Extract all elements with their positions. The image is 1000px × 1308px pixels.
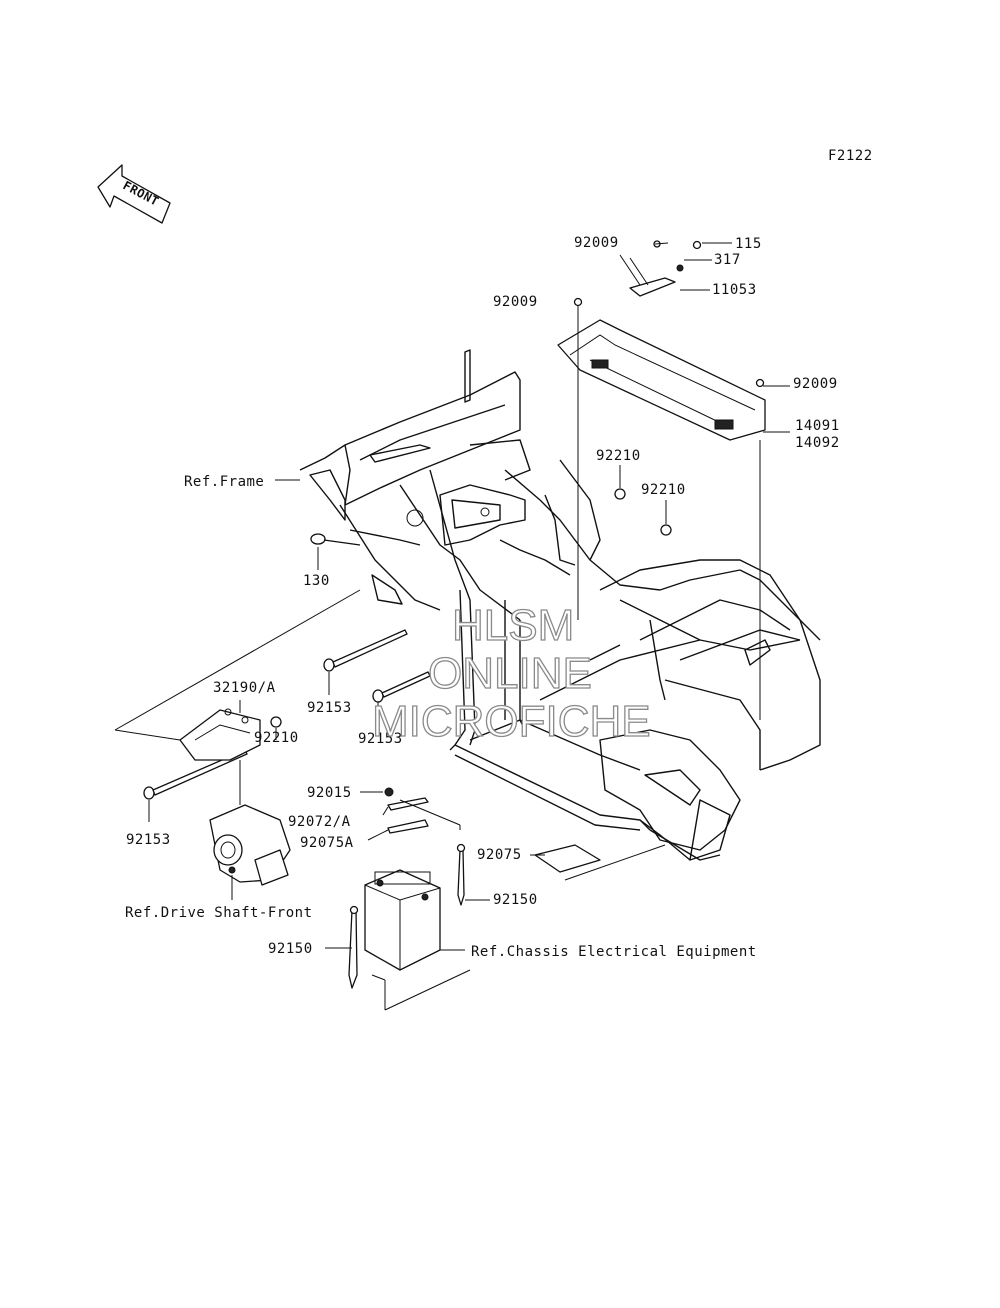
ref-drive-shaft-label: Ref.Drive Shaft-Front	[125, 905, 313, 921]
part-label: 14091	[795, 418, 840, 434]
diagram-code: F2122	[828, 148, 873, 164]
part-label: 92009	[793, 376, 838, 392]
part-label: 92072/A	[288, 814, 351, 830]
part-label: 14092	[795, 435, 840, 451]
part-label: 92153	[307, 700, 352, 716]
part-label: 92150	[493, 892, 538, 908]
watermark-line1: HLSM	[452, 601, 574, 650]
part-label: 92009	[493, 294, 538, 310]
part-label: 115	[735, 236, 762, 252]
seat-pan	[557, 319, 766, 441]
part-label: 92075A	[300, 835, 354, 851]
ref-chassis-electrical-label: Ref.Chassis Electrical Equipment	[471, 944, 757, 960]
leader-lines	[114, 242, 790, 1011]
battery	[364, 869, 441, 971]
bolts	[152, 539, 431, 796]
part-label: 32190/A	[213, 680, 276, 696]
watermark-line2: ONLINE	[428, 649, 592, 698]
seat-latch	[629, 240, 702, 297]
part-label: 92210	[596, 448, 641, 464]
part-label: 92015	[307, 785, 352, 801]
bracket-32190	[179, 708, 261, 761]
part-label: 92153	[126, 832, 171, 848]
frame-illustration	[299, 349, 821, 861]
fasteners	[143, 297, 765, 800]
part-label: 92150	[268, 941, 313, 957]
front-drive-gearcase	[209, 804, 291, 886]
part-label: 130	[303, 573, 330, 589]
part-label: 92153	[358, 731, 403, 747]
part-label: 92075	[477, 847, 522, 863]
watermark-line3: MICROFICHE	[372, 697, 651, 746]
part-label: 11053	[712, 282, 757, 298]
watermark: HLSM ONLINE MICROFICHE	[371, 600, 651, 746]
battery-strap	[387, 797, 601, 873]
battery-rods	[348, 843, 466, 989]
ref-frame-label: Ref.Frame	[184, 474, 264, 490]
part-label: 92210	[254, 730, 299, 746]
part-labels: 92009 115 317 11053 92009 92009 14091 14…	[126, 235, 840, 957]
part-label: 92009	[574, 235, 619, 251]
part-label: 317	[714, 252, 741, 268]
front-arrow-icon: FRONT	[97, 164, 171, 224]
part-label: 92210	[641, 482, 686, 498]
